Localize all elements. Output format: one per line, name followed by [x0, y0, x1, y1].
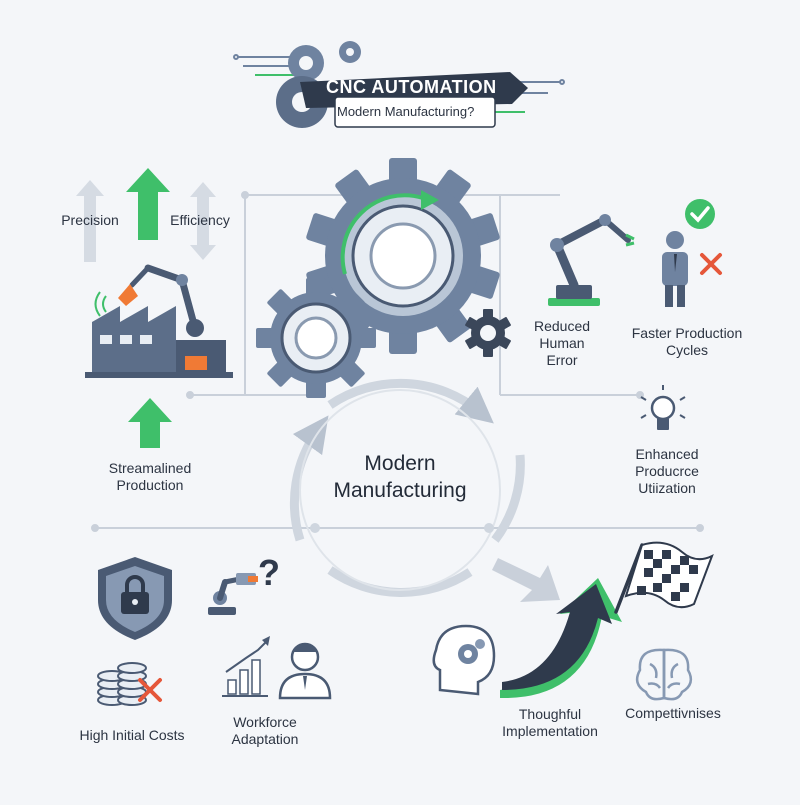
bar-chart-icon [222, 636, 270, 697]
lightbulb-icon [640, 385, 686, 430]
up-arrow-icon [76, 180, 104, 262]
banner-subtitle-box [334, 96, 496, 128]
label-high-initial-costs: High Initial Costs [79, 727, 185, 743]
center-title: Modern Manufacturing [320, 450, 480, 504]
robot-arm-icon [548, 214, 635, 306]
label-workforce-line-2: Adaptation [231, 731, 299, 747]
checkered-flag-icon [614, 541, 714, 614]
cross-icon [700, 253, 722, 275]
worker-icon [662, 231, 688, 307]
header-subtitle: Modern Manufacturing? [337, 104, 475, 119]
header-banner [233, 41, 565, 128]
label-workforce-line-1: Workforce [233, 714, 297, 730]
header-title: CNC AUTOMATION [326, 77, 497, 97]
label-streamlined-production: Streamalined Production [80, 460, 220, 494]
label-streamlined-line-2: Production [116, 477, 184, 493]
up-arrow-icon [126, 168, 170, 240]
person-icon [278, 642, 332, 700]
question-icon: ? [258, 552, 280, 593]
label-streamlined-line-1: Streamalined [108, 460, 192, 476]
label-competitiveness: Compettivnises [625, 705, 721, 721]
label-faster-production-cycles: Faster Production Cycles [612, 325, 762, 359]
ring-node [310, 523, 320, 533]
label-workforce-adaptation: Workforce Adaptation [210, 714, 320, 748]
right-arrow-icon [492, 558, 560, 602]
label-reduced-line-2: Human [539, 335, 585, 351]
label-precision: Precision [61, 212, 119, 228]
factory-icon [85, 306, 233, 378]
label-enhanced-line-2: Producrce [635, 463, 699, 479]
head-gear-icon [432, 624, 496, 696]
up-down-arrow-icon [190, 182, 216, 260]
gear-icon [256, 278, 376, 398]
gear-icon [465, 309, 511, 357]
cycle-ring [289, 378, 525, 597]
cross-icon [138, 678, 162, 702]
label-reduced-human-error: Reduced Human Error [520, 318, 604, 369]
label-faster-line-1: Faster Production [631, 325, 743, 341]
signal-icon [94, 291, 107, 317]
coins-icon [97, 662, 147, 706]
shield-lock-icon [98, 557, 172, 640]
center-title-line-1: Modern [364, 452, 436, 475]
gear-icon [288, 45, 324, 81]
label-reduced-line-1: Reduced [533, 318, 591, 334]
robot-joint [186, 319, 204, 337]
ring-node [484, 523, 494, 533]
label-faster-line-2: Cycles [665, 342, 708, 358]
checkmark-icon [685, 199, 715, 229]
connector-lines [91, 191, 704, 532]
label-thoughtful-implementation: Thoughful Implementation [490, 706, 610, 740]
label-efficiency: Efficiency [170, 212, 230, 228]
label-enhanced-utilization: Enhanced Producrce Utiization [612, 446, 722, 497]
cycle-inner-ring [299, 389, 501, 591]
gear-icon [306, 158, 500, 354]
label-enhanced-line-1: Enhanced [635, 446, 699, 462]
growth-arrow-icon [500, 578, 622, 699]
label-reduced-line-3: Error [546, 352, 578, 368]
label-thoughtful-line-2: Implementation [502, 723, 598, 739]
label-thoughtful-line-1: Thoughful [518, 706, 582, 722]
label-enhanced-line-3: Utiization [638, 480, 696, 496]
robot-spark-icon [118, 284, 138, 306]
center-title-line-2: Manufacturing [333, 479, 467, 502]
gear-icon [339, 41, 361, 63]
robot-arm-icon [208, 573, 258, 615]
robot-joint [176, 274, 188, 286]
brain-icon [635, 648, 693, 701]
up-arrow-icon [128, 398, 172, 448]
